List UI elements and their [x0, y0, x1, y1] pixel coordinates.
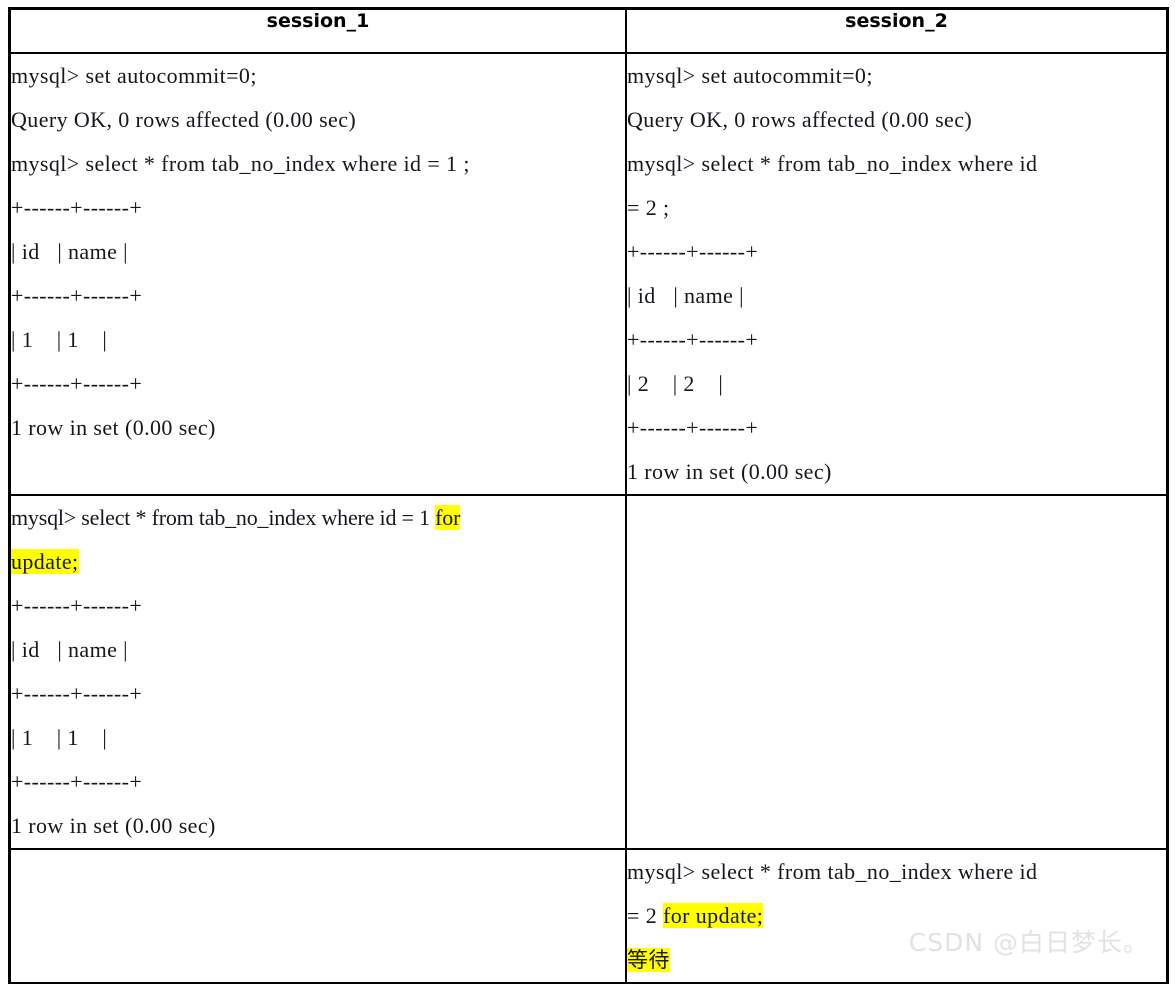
cell-session1-step1: mysql> set autocommit=0; Query OK, 0 rows…: [9, 52, 627, 496]
console-text: +------+------+: [11, 593, 143, 618]
console-line: | id | name |: [11, 628, 625, 672]
console-line: mysql> select * from tab_no_index where …: [11, 496, 625, 540]
cell-session2-step2-empty: [625, 494, 1168, 850]
console-text: 1 row in set (0.00 sec): [11, 415, 216, 440]
sessions-comparison-table: session_1 session_2 mysql> set autocommi…: [8, 7, 1169, 984]
table-row: mysql> select * from tab_no_index where …: [9, 848, 1168, 984]
console-line: +------+------+: [627, 230, 1166, 274]
console-line: 等待: [627, 938, 1166, 982]
console-text: +------+------+: [11, 681, 143, 706]
console-text: | 1 | 1 |: [11, 725, 108, 750]
console-line: Query OK, 0 rows affected (0.00 sec): [627, 98, 1166, 142]
console-line: = 2 ;: [627, 186, 1166, 230]
console-line: mysql> set autocommit=0;: [11, 54, 625, 98]
highlighted-text: 等待: [627, 948, 670, 972]
console-text: mysql> select * from tab_no_index where …: [11, 151, 470, 176]
console-text: | id | name |: [11, 637, 128, 662]
console-text: Query OK, 0 rows affected (0.00 sec): [627, 107, 973, 132]
console-text: 1 row in set (0.00 sec): [627, 459, 832, 484]
console-line: mysql> set autocommit=0;: [627, 54, 1166, 98]
console-output: mysql> set autocommit=0; Query OK, 0 rows…: [627, 54, 1166, 494]
console-text: +------+------+: [627, 327, 759, 352]
console-line: | 2 | 2 |: [627, 362, 1166, 406]
console-output: mysql> select * from tab_no_index where …: [627, 850, 1166, 982]
console-output: mysql> select * from tab_no_index where …: [11, 496, 625, 848]
table-header-row: session_1 session_2: [9, 8, 1168, 54]
table-row: mysql> select * from tab_no_index where …: [9, 494, 1168, 850]
console-text: +------+------+: [627, 239, 759, 264]
console-text: mysql> select * from tab_no_index where …: [627, 859, 1038, 884]
console-text: mysql> set autocommit=0;: [11, 63, 257, 88]
highlighted-text: update;: [11, 549, 79, 574]
console-line: 1 row in set (0.00 sec): [627, 450, 1166, 494]
console-line: | id | name |: [627, 274, 1166, 318]
console-text: | 1 | 1 |: [11, 327, 108, 352]
console-text: mysql> select * from tab_no_index where …: [11, 505, 436, 530]
console-text: = 2: [627, 903, 664, 928]
console-text: +------+------+: [11, 371, 143, 396]
console-line: | id | name |: [11, 230, 625, 274]
cell-session1-step2: mysql> select * from tab_no_index where …: [9, 494, 627, 850]
console-line: +------+------+: [11, 274, 625, 318]
console-text: +------+------+: [627, 415, 759, 440]
console-line: +------+------+: [11, 186, 625, 230]
console-line: mysql> select * from tab_no_index where …: [11, 142, 625, 186]
csdn-watermark: CSDN @白日梦长。: [908, 928, 1149, 957]
console-text: | id | name |: [11, 239, 128, 264]
console-line: +------+------+: [11, 362, 625, 406]
console-line: 1 row in set (0.00 sec): [11, 406, 625, 450]
console-output: mysql> set autocommit=0; Query OK, 0 rows…: [11, 54, 625, 450]
column-header-session-1: session_1: [9, 8, 627, 54]
console-text: = 2 ;: [627, 195, 670, 220]
console-text: 1 row in set (0.00 sec): [11, 813, 216, 838]
cell-session2-step3: mysql> select * from tab_no_index where …: [625, 848, 1168, 984]
console-text: +------+------+: [11, 769, 143, 794]
table-row: mysql> set autocommit=0; Query OK, 0 rows…: [9, 52, 1168, 496]
console-line: 1 row in set (0.00 sec): [11, 804, 625, 848]
console-text: | 2 | 2 |: [627, 371, 724, 396]
console-line: +------+------+: [11, 584, 625, 628]
console-line: mysql> select * from tab_no_index where …: [627, 142, 1166, 186]
console-line: update;: [11, 540, 625, 584]
console-line: +------+------+: [627, 406, 1166, 450]
console-text: mysql> select * from tab_no_index where …: [627, 151, 1038, 176]
console-line: +------+------+: [627, 318, 1166, 362]
column-header-session-2: session_2: [625, 8, 1168, 54]
console-text: mysql> set autocommit=0;: [627, 63, 873, 88]
console-text: +------+------+: [11, 195, 143, 220]
highlighted-text: for update;: [663, 903, 764, 928]
cell-session1-step3-empty: [9, 848, 627, 984]
console-line: mysql> select * from tab_no_index where …: [627, 850, 1166, 894]
console-line: +------+------+: [11, 672, 625, 716]
console-text: | id | name |: [627, 283, 744, 308]
console-text: +------+------+: [11, 283, 143, 308]
console-line: = 2 for update;: [627, 894, 1166, 938]
console-text: Query OK, 0 rows affected (0.00 sec): [11, 107, 357, 132]
console-line: Query OK, 0 rows affected (0.00 sec): [11, 98, 625, 142]
console-line: | 1 | 1 |: [11, 318, 625, 362]
cell-session2-step1: mysql> set autocommit=0; Query OK, 0 rows…: [625, 52, 1168, 496]
console-line: | 1 | 1 |: [11, 716, 625, 760]
console-line: +------+------+: [11, 760, 625, 804]
highlighted-text: for: [435, 505, 461, 530]
